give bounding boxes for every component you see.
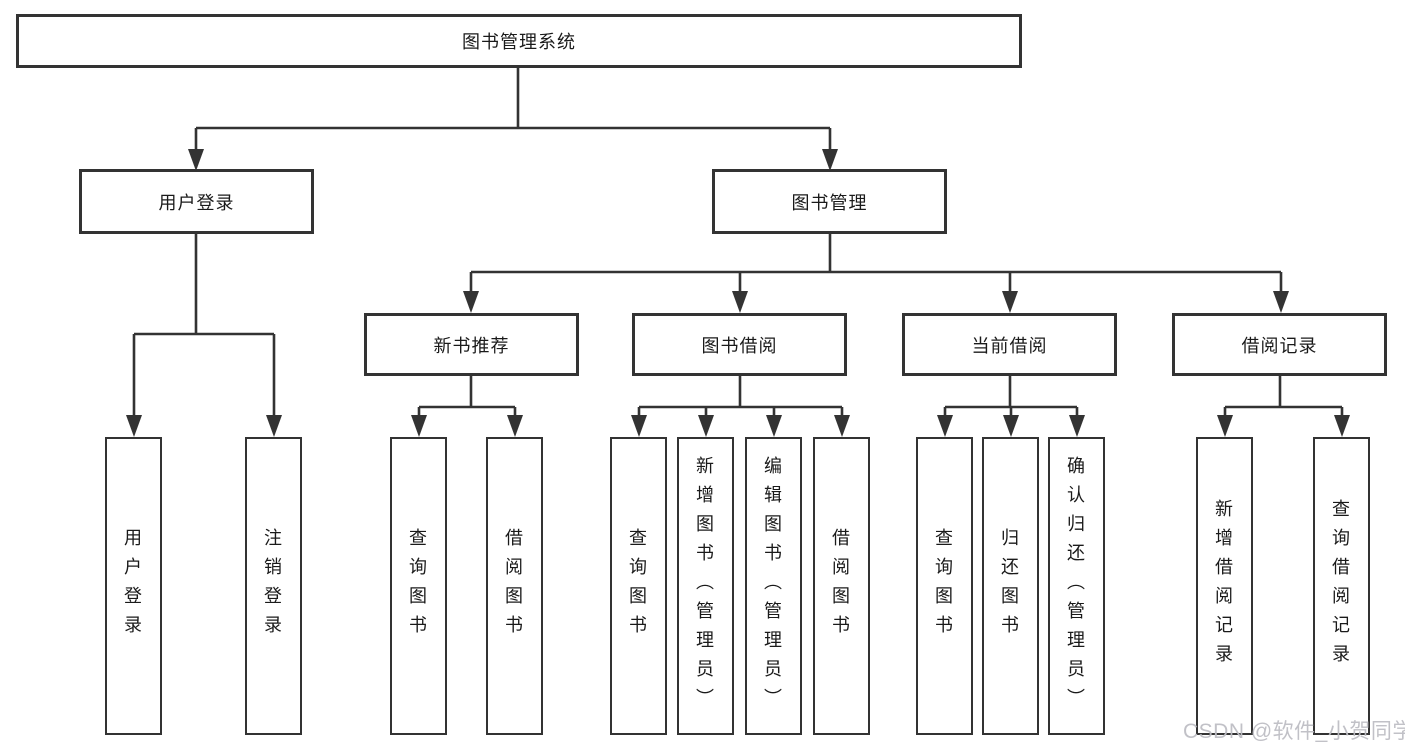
node-new-book-recommendation: 新书推荐	[364, 313, 579, 376]
node-leaf-query-books-2: 查询图书	[610, 437, 667, 735]
csdn-watermark: CSDN @软件_小贺同学	[1183, 720, 1405, 743]
node-user-login: 用户登录	[79, 169, 314, 234]
node-leaf-add-books-admin: 新增图书（管理员）	[677, 437, 734, 735]
node-leaf-borrow-books-1: 借阅图书	[486, 437, 543, 735]
node-leaf-confirm-return-admin: 确认归还（管理员）	[1048, 437, 1105, 735]
node-library-management-system: 图书管理系统	[16, 14, 1022, 68]
node-leaf-edit-books-admin: 编辑图书（管理员）	[745, 437, 802, 735]
node-leaf-borrow-books-2: 借阅图书	[813, 437, 870, 735]
node-borrowing-records: 借阅记录	[1172, 313, 1387, 376]
node-leaf-logout: 注销登录	[245, 437, 302, 735]
node-book-management: 图书管理	[712, 169, 947, 234]
arrowheads	[126, 149, 1350, 437]
node-leaf-user-login: 用户登录	[105, 437, 162, 735]
node-leaf-query-borrow-record: 查询借阅记录	[1313, 437, 1370, 735]
node-leaf-query-books-3: 查询图书	[916, 437, 973, 735]
node-leaf-return-books: 归还图书	[982, 437, 1039, 735]
node-leaf-query-books-1: 查询图书	[390, 437, 447, 735]
node-book-borrowing: 图书借阅	[632, 313, 847, 376]
node-current-borrowing: 当前借阅	[902, 313, 1117, 376]
node-leaf-add-borrow-record: 新增借阅记录	[1196, 437, 1253, 735]
